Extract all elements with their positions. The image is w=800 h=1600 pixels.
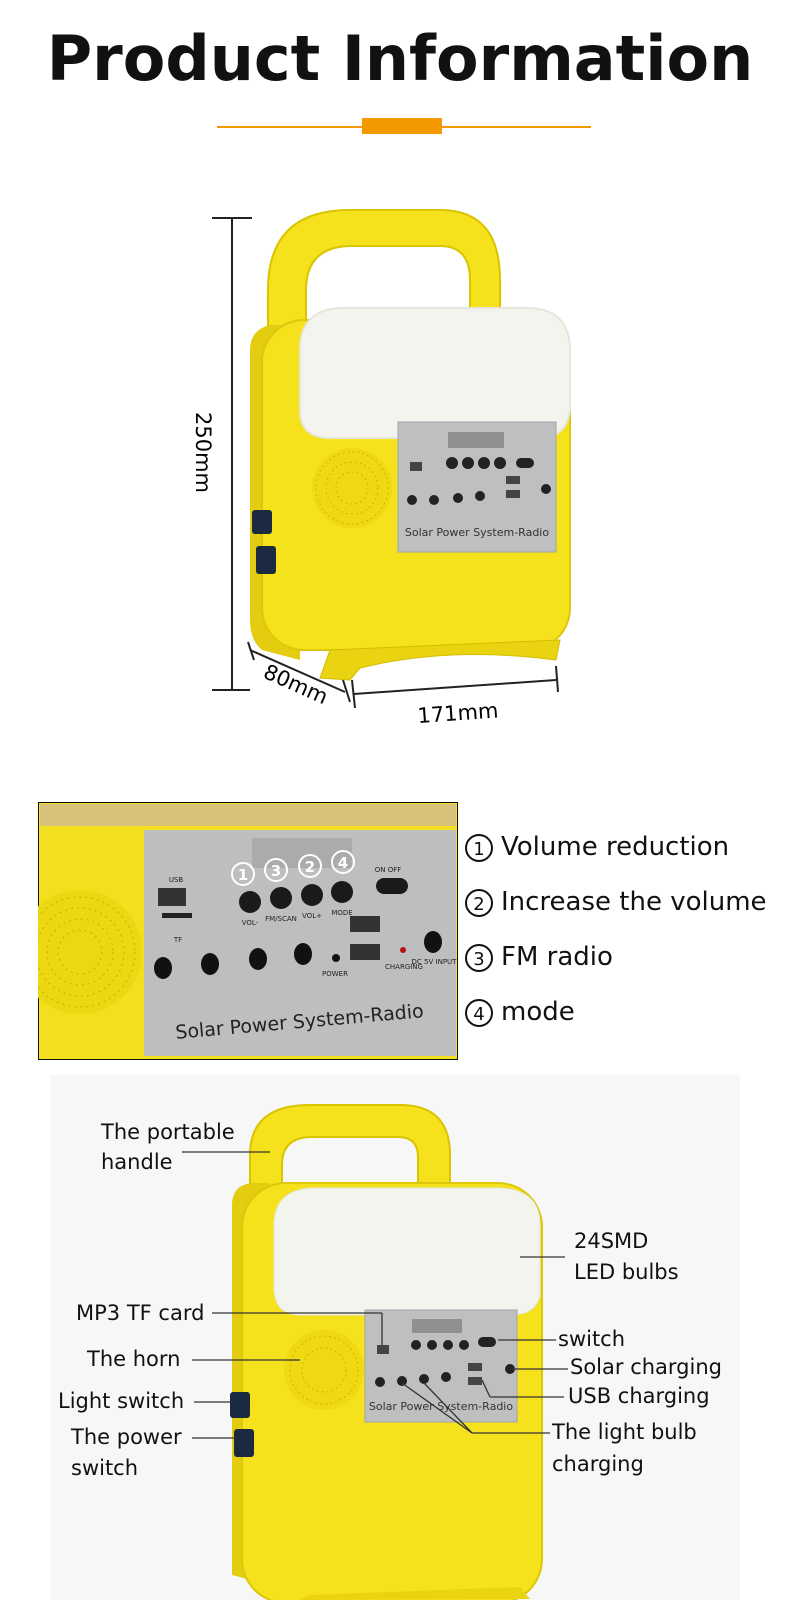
callout-leader-lines bbox=[182, 1151, 568, 1439]
title-divider-accent bbox=[362, 118, 442, 134]
width-dimension-line bbox=[353, 679, 557, 695]
callout-handle-line1: The portable bbox=[101, 1120, 235, 1144]
power-switch bbox=[234, 1429, 254, 1457]
power-switch bbox=[256, 546, 276, 574]
labeled-product-image: Solar Power System-Radio bbox=[182, 1104, 568, 1600]
dimension-figure: Solar Power System-Radio 250mm 80mm 171m… bbox=[191, 209, 571, 728]
depth-label: 80mm bbox=[260, 660, 332, 709]
callout-light-switch: Light switch bbox=[58, 1389, 185, 1413]
usb-port bbox=[158, 888, 186, 906]
on-off-label: ON OFF bbox=[375, 866, 402, 874]
panel-print: Solar Power System-Radio bbox=[369, 1400, 513, 1413]
page-title: Product Information bbox=[46, 22, 754, 95]
tf-slot bbox=[162, 913, 192, 918]
led-lamp-panel bbox=[299, 307, 571, 439]
tf-label: TF bbox=[173, 936, 182, 944]
speaker-grille bbox=[284, 1330, 364, 1410]
light-switch bbox=[252, 510, 272, 534]
callout-bulb-charging-line2: charging bbox=[552, 1452, 644, 1476]
svg-text:3: 3 bbox=[271, 862, 281, 880]
callout-solar-charging: Solar charging bbox=[570, 1355, 722, 1379]
svg-text:4: 4 bbox=[338, 854, 348, 872]
panel-closeup-image: 1 3 2 4 VOL- FM/SCAN VOL+ MODE ON OFF USB T… bbox=[38, 802, 458, 1060]
speaker-grille bbox=[38, 890, 142, 1014]
charging-label: CHARGING bbox=[385, 963, 423, 971]
callout-bulb-charging-line1: The light bulb bbox=[552, 1420, 697, 1444]
callout-usb-charging: USB charging bbox=[568, 1384, 710, 1408]
button-label-fm-scan: FM/SCAN bbox=[265, 915, 297, 923]
callout-horn: The horn bbox=[87, 1347, 181, 1371]
svg-text:1: 1 bbox=[238, 866, 248, 884]
callout-bulbs-line2: LED bulbs bbox=[574, 1260, 679, 1284]
button-label-mode: MODE bbox=[331, 909, 352, 917]
callout-power-switch-line1: The power bbox=[71, 1425, 182, 1449]
usb-label: USB bbox=[169, 876, 184, 884]
callout-bulbs-line1: 24SMD bbox=[574, 1229, 649, 1253]
callout-switch: switch bbox=[558, 1327, 626, 1351]
dc-input-label: DC 5V INPUT bbox=[412, 958, 458, 966]
callout-power-switch-line2: switch bbox=[71, 1456, 139, 1480]
button-label-vol-down: VOL- bbox=[242, 919, 259, 927]
callout-handle-line2: handle bbox=[101, 1150, 173, 1174]
panel-print: Solar Power System-Radio bbox=[405, 526, 549, 539]
height-label: 250mm bbox=[191, 412, 215, 493]
button-label-vol-up: VOL+ bbox=[302, 912, 322, 920]
speaker-grille bbox=[312, 448, 392, 528]
light-switch bbox=[230, 1392, 250, 1418]
width-label: 171mm bbox=[417, 698, 499, 728]
radio-product-image: Solar Power System-Radio bbox=[250, 209, 571, 681]
power-label: POWER bbox=[322, 970, 348, 978]
depth-dimension-line bbox=[249, 649, 346, 693]
callout-tf-card: MP3 TF card bbox=[76, 1301, 205, 1325]
svg-text:2: 2 bbox=[305, 858, 315, 876]
led-lamp-panel bbox=[273, 1187, 541, 1316]
